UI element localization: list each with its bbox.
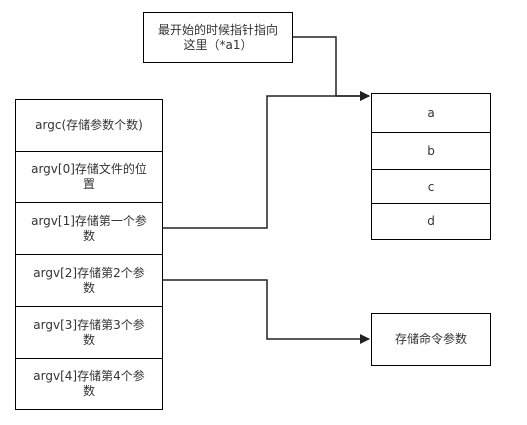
command-params-label: 存储命令参数 bbox=[394, 332, 467, 346]
pointer-note-box: 最开始的时候指针指向 这里（*a1） bbox=[143, 12, 293, 63]
string-block: a b c d bbox=[371, 93, 491, 240]
arrow-argv1-to-string-block bbox=[163, 91, 370, 229]
argv-row-line-2: 数 bbox=[82, 228, 95, 243]
argv-row-line-1: argv[1]存储第一个参 bbox=[31, 213, 147, 228]
string-cell-a: a bbox=[372, 94, 490, 133]
argv-stack-row-argv1: argv[1]存储第一个参 数 bbox=[16, 203, 162, 255]
pointer-note-line-2: 这里（*a1） bbox=[183, 37, 253, 52]
argv-stack-row-argc: argc(存储参数个数) bbox=[16, 100, 162, 152]
string-cell-c: c bbox=[372, 170, 490, 204]
arrow-note-to-string-block bbox=[293, 36, 370, 101]
command-params-box: 存储命令参数 bbox=[371, 313, 491, 366]
string-cell-label: d bbox=[427, 214, 435, 228]
string-cell-label: b bbox=[427, 144, 435, 158]
argv-stack-row-argv4: argv[4]存储第4个参 数 bbox=[16, 359, 162, 408]
string-cell-d: d bbox=[372, 204, 490, 238]
argv-row-line-1: argv[3]存储第3个参 bbox=[33, 317, 145, 332]
argv-stack-row-argv3: argv[3]存储第3个参 数 bbox=[16, 307, 162, 359]
argv-row-line-2: 置 bbox=[82, 177, 95, 191]
argv-row-line-1: argc(存储参数个数) bbox=[35, 118, 143, 132]
argv-row-line-2: 数 bbox=[82, 332, 95, 347]
argv-stack-row-argv2: argv[2]存储第2个参 数 bbox=[16, 255, 162, 307]
string-cell-b: b bbox=[372, 133, 490, 170]
argv-row-line-1: argv[0]存储文件的位 bbox=[31, 162, 147, 176]
argv-stack-row-argv0: argv[0]存储文件的位 置 bbox=[16, 152, 162, 203]
argv-stack: argc(存储参数个数) argv[0]存储文件的位 置 argv[1]存储第一… bbox=[15, 99, 163, 410]
argv-row-line-2: 数 bbox=[82, 280, 95, 295]
pointer-note-line-1: 最开始的时候指针指向 bbox=[157, 22, 278, 37]
arrow-argv2-to-params-box bbox=[163, 279, 370, 344]
string-cell-label: c bbox=[427, 179, 435, 194]
argv-row-line-1: argv[2]存储第2个参 bbox=[33, 265, 145, 280]
argv-row-line-1: argv[4]存储第4个参 bbox=[33, 368, 145, 383]
argv-row-line-2: 数 bbox=[82, 383, 95, 398]
string-cell-label: a bbox=[427, 106, 435, 120]
